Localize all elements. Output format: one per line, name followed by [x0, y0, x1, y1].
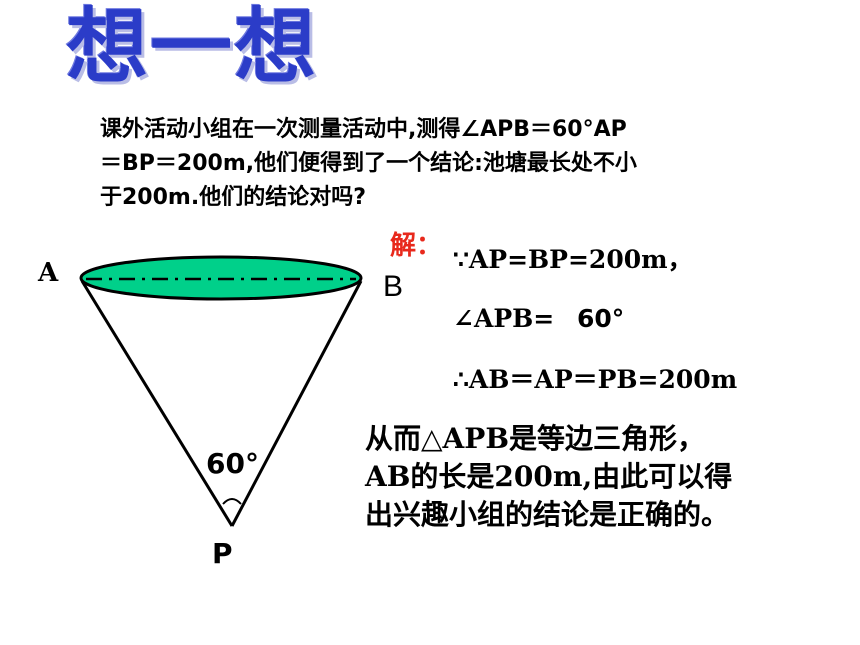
problem-line: 课外活动小组在一次测量活动中,测得∠APB＝60°AP [100, 117, 627, 142]
solution-step-2-angle: 60° [576, 304, 625, 333]
vertex-label-b: B [383, 270, 404, 303]
solution-label: 解： [390, 231, 443, 261]
conclusion-line: 从而△APB是等边三角形， [365, 422, 705, 455]
vertex-label-p: P [212, 537, 233, 570]
solution-step-2-prefix: ∠APB= [453, 304, 555, 333]
side-bp [230, 280, 363, 527]
conclusion-line: AB的长是200m,由此可以得 [365, 460, 733, 493]
side-ap [80, 280, 234, 527]
solution-step-3: ∴AB＝AP＝PB=200m [453, 365, 738, 394]
solution-step-2: ∠APB= 60° [453, 306, 624, 331]
angle-arc [222, 498, 242, 505]
angle-label: 60° [206, 447, 259, 480]
vertex-label-a: A [38, 258, 59, 288]
solution-conclusion: 从而△APB是等边三角形， AB的长是200m,由此可以得 出兴趣小组的结论是正… [365, 420, 835, 534]
problem-statement: 课外活动小组在一次测量活动中,测得∠APB＝60°AP ＝BP＝200m,他们便… [100, 113, 800, 215]
page-title: 想一想 [66, 0, 319, 95]
problem-line: ＝BP＝200m,他们便得到了一个结论:池塘最长处不小 [100, 151, 637, 176]
conclusion-line: 出兴趣小组的结论是正确的。 [365, 498, 730, 531]
problem-line: 于200m.他们的结论对吗? [100, 185, 366, 210]
solution-step-1: ∵AP=BP=200m， [453, 245, 693, 274]
